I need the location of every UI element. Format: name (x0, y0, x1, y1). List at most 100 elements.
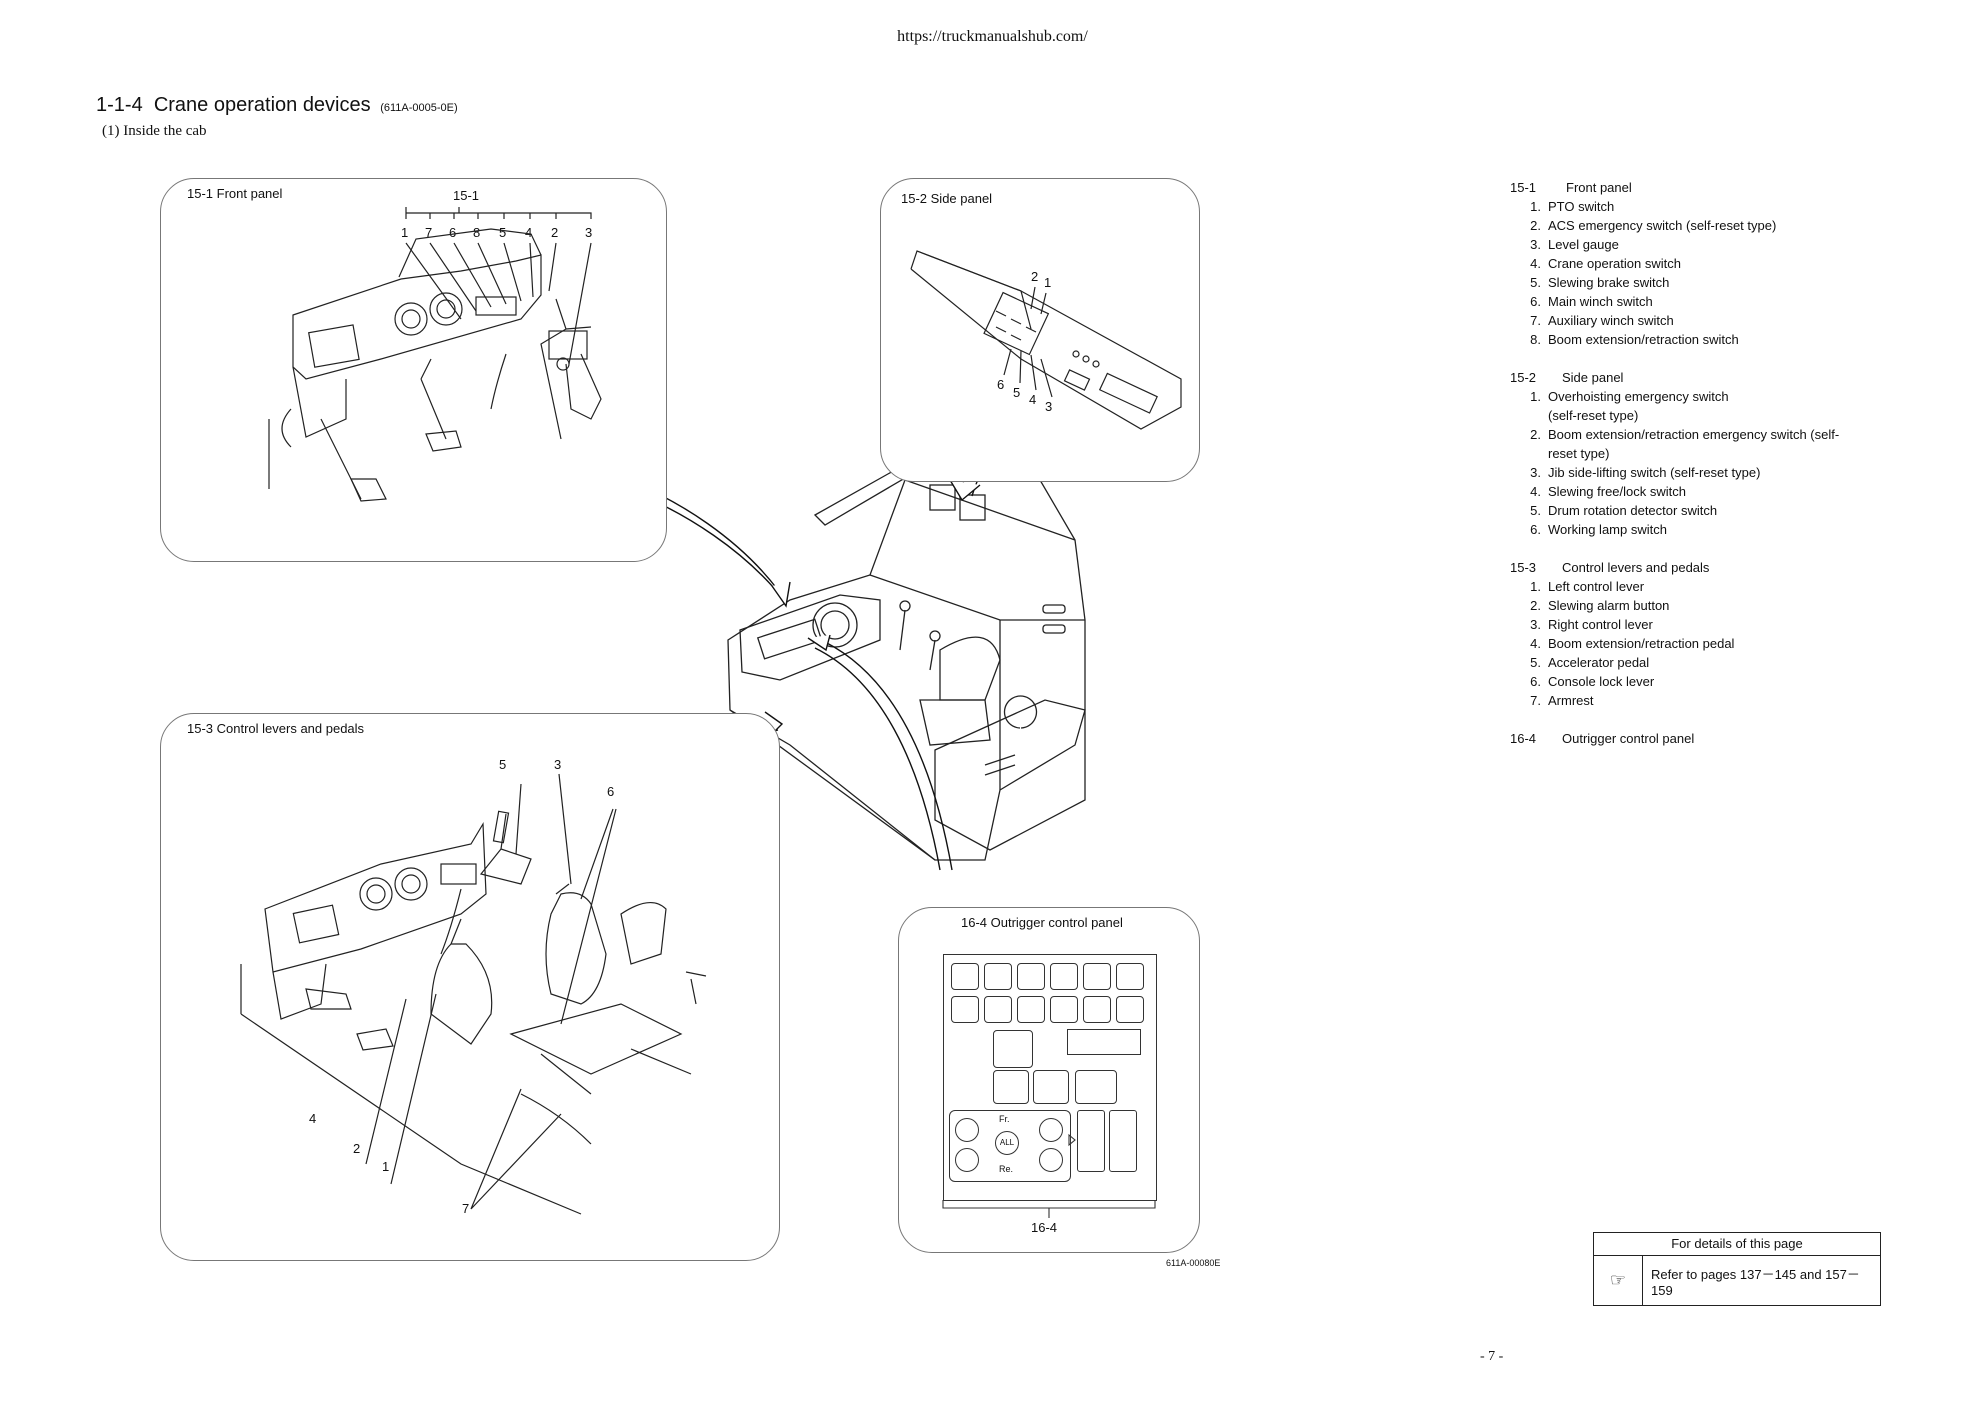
legend-item: 5.Slewing brake switch (1530, 275, 1670, 290)
outrigger-selector-plate (949, 1110, 1071, 1182)
outrigger-large-button[interactable] (1075, 1070, 1117, 1104)
callout-6: 6 (449, 225, 457, 240)
section-number: 1-1-4 (96, 94, 143, 116)
source-url: https://truckmanualshub.com/ (897, 28, 1088, 45)
section-code: (611A-0005-0E) (380, 102, 458, 114)
outrigger-button[interactable] (1116, 963, 1144, 990)
front-panel-group-label: 15-1 (453, 188, 480, 203)
legend-item: 1.Overhoisting emergency switch (self-re… (1530, 389, 1729, 423)
outrigger-button[interactable] (1017, 996, 1045, 1023)
legend-item: 3.Right control lever (1530, 617, 1653, 632)
legend-section-title: Side panel (1562, 370, 1624, 385)
legend-item: 3.Jib side-lifting switch (self-reset ty… (1530, 465, 1761, 480)
lever-callout-2: 2 (353, 1141, 361, 1156)
outrigger-button[interactable] (951, 963, 979, 990)
legend-item: 3.Level gauge (1530, 237, 1619, 252)
lever-callout-4: 4 (309, 1111, 317, 1126)
legend-item: 4.Crane operation switch (1530, 256, 1681, 271)
levers-pedals-inset: 15-3 Control levers and pedals 5 3 6 4 2… (160, 713, 780, 1261)
outrigger-round-button[interactable] (1039, 1118, 1063, 1142)
outrigger-large-button[interactable] (1033, 1070, 1069, 1104)
callout-2: 2 (551, 225, 559, 240)
legend-item: 6.Console lock lever (1530, 674, 1655, 689)
lever-callout-3: 3 (554, 757, 562, 772)
front-panel-label: 15-1 Front panel (187, 186, 283, 201)
outrigger-all-button[interactable]: ALL (995, 1131, 1019, 1155)
outrigger-round-button[interactable] (1039, 1148, 1063, 1172)
legend-item: 7.Armrest (1530, 693, 1594, 708)
legend-item: 7.Auxiliary winch switch (1530, 313, 1674, 328)
front-panel-inset: 15-1 Front panel 15-1 1 7 6 8 5 4 2 3 (160, 178, 667, 562)
pointing-hand-icon: ☞ (1594, 1256, 1643, 1305)
callout-7: 7 (425, 225, 433, 240)
outrigger-leader-lines (942, 1133, 1156, 1218)
outrigger-button[interactable] (1083, 996, 1111, 1023)
outrigger-panel-inset: 16-4 Outrigger control panel 16-4 Fr. AL… (898, 907, 1200, 1253)
reference-heading: For details of this page (1594, 1233, 1880, 1256)
levers-pedals-drawing (240, 773, 707, 1215)
levers-pedals-label: 15-3 Control levers and pedals (187, 721, 365, 736)
legend-item: 2.Boom extension/retraction emergency sw… (1530, 427, 1840, 461)
callout-8: 8 (473, 225, 481, 240)
outrigger-panel-label: 16-4 Outrigger control panel (961, 915, 1123, 930)
section-title-text: Crane operation devices (153, 94, 371, 116)
outrigger-button[interactable] (1050, 963, 1078, 990)
side-panel-inset: 15-2 Side panel 2 1 6 5 4 3 (880, 178, 1200, 482)
side-callout-3: 3 (1045, 399, 1053, 414)
figure-code: 611A-00080E (1166, 1258, 1221, 1268)
outrigger-switch-block[interactable] (1077, 1110, 1105, 1172)
legend-item: 2.ACS emergency switch (self-reset type) (1530, 218, 1777, 233)
outrigger-group-label: 16-4 (1031, 1220, 1058, 1235)
outrigger-button[interactable] (1083, 963, 1111, 990)
side-callout-1: 1 (1044, 275, 1052, 290)
legend-item: 6.Working lamp switch (1530, 522, 1667, 537)
page-number: - 7 - (1480, 1349, 1504, 1364)
legend-item: 5.Accelerator pedal (1530, 655, 1650, 670)
outrigger-button[interactable] (1050, 996, 1078, 1023)
outrigger-round-button[interactable] (955, 1118, 979, 1142)
legend-section-side-panel: 15-2 Side panel 1.Overhoisting emergency … (1510, 368, 1910, 539)
reference-box: For details of this page ☞ Refer to page… (1593, 1232, 1881, 1306)
outrigger-button[interactable] (951, 996, 979, 1023)
reference-text: Refer to pages 137－145 and 157－159 (1651, 1266, 1860, 1298)
outrigger-panel-face (943, 954, 1157, 1201)
callout-3: 3 (585, 225, 593, 240)
legend-section-id: 15-1 (1510, 180, 1537, 195)
section-title: 1-1-4 Crane operation devices (611A-0005… (96, 94, 458, 117)
side-callout-4: 4 (1029, 392, 1037, 407)
outrigger-round-button[interactable] (955, 1148, 979, 1172)
legend-section-id: 15-2 (1510, 370, 1537, 385)
lever-callout-7: 7 (462, 1201, 470, 1216)
outrigger-display (1067, 1029, 1141, 1055)
legend-item: 4.Slewing free/lock switch (1530, 484, 1686, 499)
side-panel-label: 15-2 Side panel (901, 191, 993, 206)
side-panel-drawing (910, 250, 1182, 430)
legend-section-id: 15-3 (1510, 560, 1537, 575)
outrigger-button[interactable] (1017, 963, 1045, 990)
lever-callout-6: 6 (607, 784, 615, 799)
lever-callout-5: 5 (499, 757, 507, 772)
outrigger-button[interactable] (984, 996, 1012, 1023)
side-callout-6: 6 (997, 377, 1005, 392)
legend-item: 2.Slewing alarm button (1530, 598, 1670, 613)
legend-section-levers-pedals: 15-3 Control levers and pedals 1.Left con… (1510, 558, 1910, 710)
lever-callout-1: 1 (382, 1159, 390, 1174)
legend-item: 1.Left control lever (1530, 579, 1645, 594)
callout-5: 5 (499, 225, 507, 240)
callout-4: 4 (525, 225, 533, 240)
outrigger-re-label: Re. (999, 1164, 1014, 1174)
outrigger-all-label: ALL (999, 1138, 1015, 1147)
outrigger-large-button[interactable] (993, 1070, 1029, 1104)
legend-section-id: 16-4 (1510, 731, 1537, 746)
side-callout-5: 5 (1013, 385, 1021, 400)
callout-1: 1 (401, 225, 409, 240)
outrigger-switch-block[interactable] (1109, 1110, 1137, 1172)
outrigger-button[interactable] (984, 963, 1012, 990)
legend-item: 4.Boom extension/retraction pedal (1530, 636, 1735, 651)
legend-section-title: Control levers and pedals (1562, 560, 1710, 575)
outrigger-button[interactable] (1116, 996, 1144, 1023)
outrigger-large-button[interactable] (993, 1030, 1033, 1068)
